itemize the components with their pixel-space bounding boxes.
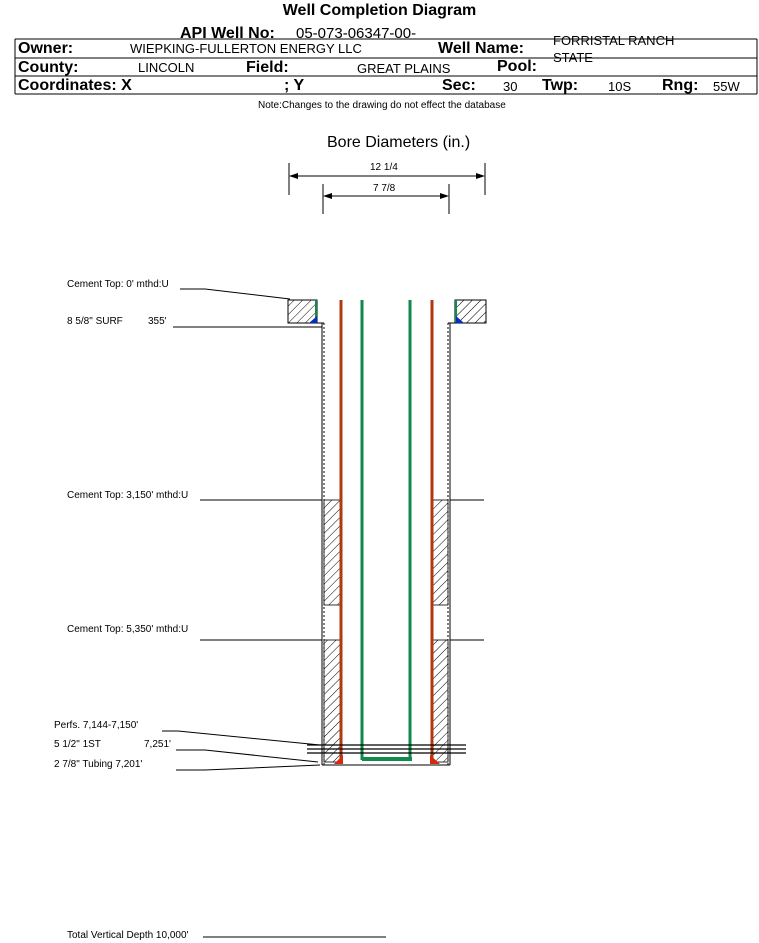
casing-shoe-right [430,755,440,764]
cement-top-0-label: Cement Top: 0' mthd:U [67,279,169,290]
sec-value: 30 [503,79,518,94]
surface-casing-label: 8 5/8" SURF [67,316,123,327]
tubing-string [360,300,412,761]
twp-label: Twp: [542,77,579,94]
owner-value: WIEPKING-FULLERTON ENERGY LLC [130,41,362,56]
sec-label: Sec: [442,77,476,94]
coordinates-y: ; Y [284,77,305,94]
cement-top-5350-label: Cement Top: 5,350' mthd:U [67,624,189,635]
field-value: GREAT PLAINS [357,61,451,76]
api-label: API Well No: [180,25,275,42]
tubing-label: 2 7/8" Tubing 7,201' [54,759,143,770]
bore-inner-diameter: 7 7/8 [373,183,396,194]
production-casing-depth: 7,251' [144,739,171,750]
well-name-label: Well Name: [438,40,524,57]
surface-cement [287,299,487,324]
database-note: Note:Changes to the drawing do not effec… [258,100,506,111]
coordinates-label: Coordinates: X [18,77,132,94]
production-casing-label: 5 1/2" 1ST [54,739,101,750]
perforations-label: Perfs. 7,144-7,150' [54,720,139,731]
surface-casing-depth: 355' [148,316,167,327]
rng-label: Rng: [662,77,699,94]
owner-label: Owner: [18,40,74,57]
cement-top-3150-label: Cement Top: 3,150' mthd:U [67,490,189,501]
county-value: LINCOLN [138,60,195,75]
production-casing [339,300,434,762]
county-label: County: [18,59,79,76]
casing-shoe-left [334,755,343,764]
well-name-line1: FORRISTAL RANCH [553,33,675,48]
diagram-title: Well Completion Diagram [282,2,477,19]
pool-label: Pool: [497,58,537,75]
perforations [307,744,466,754]
bore-diameters-title: Bore Diameters (in.) [327,134,471,151]
field-label: Field: [246,59,289,76]
bore-outer-diameter: 12 1/4 [370,162,398,173]
leader-lines [162,288,484,938]
annular-cement [323,499,449,763]
total-depth-label: Total Vertical Depth 10,000' [67,930,189,941]
rng-value: 55W [713,79,740,94]
twp-value: 10S [608,79,632,94]
well-name-line2: STATE [553,50,593,65]
api-value: 05-073-06347-00- [296,25,417,42]
bore-dimension-lines [288,163,486,214]
